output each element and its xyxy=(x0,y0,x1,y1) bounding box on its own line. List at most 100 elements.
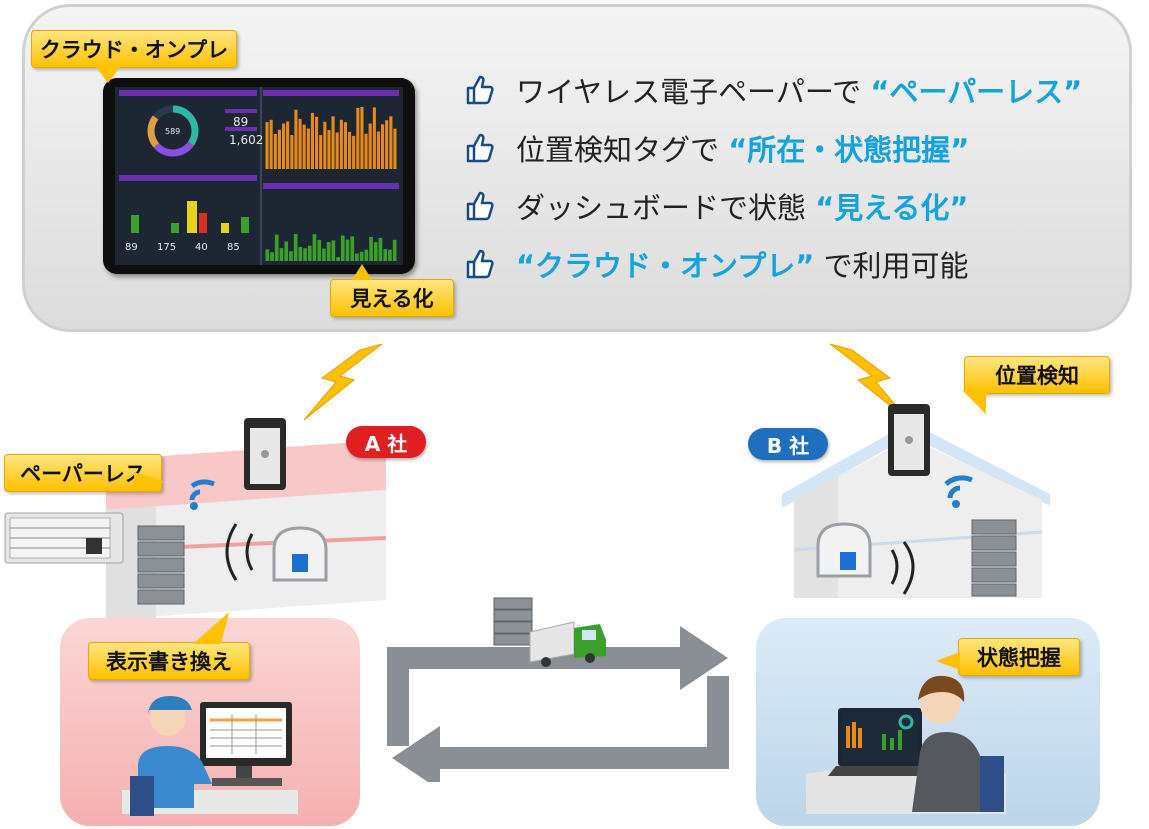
dashboard-bar xyxy=(348,131,352,169)
dashboard-bar xyxy=(385,120,389,169)
dashboard-bar xyxy=(368,123,372,169)
dashboard-bar xyxy=(290,135,294,169)
thumbs-up-icon xyxy=(466,191,494,221)
dashboard-bar xyxy=(282,123,286,169)
callout-position-detect: 位置検知 xyxy=(964,356,1110,394)
feature-row-dashboard: ダッシュボードで状態 “見える化” xyxy=(462,186,968,226)
bottom-value-4: 85 xyxy=(227,242,240,253)
dashboard-bar xyxy=(376,131,380,169)
feature-row-paperless: ワイヤレス電子ペーパーで “ペーパーレス” xyxy=(462,70,1082,110)
dashboard-bar xyxy=(293,233,298,261)
dashboard-bar xyxy=(286,121,290,169)
dashboard-bar xyxy=(270,252,274,261)
location-tag-device xyxy=(888,404,930,476)
dashboard-bar xyxy=(269,119,273,169)
dashboard-bar xyxy=(392,239,397,261)
dashboard-bar xyxy=(265,249,270,261)
donut-chart xyxy=(147,105,199,157)
feature-row-cloud: “クラウド・オンプレ” で利用可能 xyxy=(462,244,968,284)
donut-value: 589 xyxy=(165,127,181,136)
callout-paperless-label: ペーパーレス xyxy=(20,462,146,486)
company-a-label: A 社 xyxy=(364,431,408,456)
dashboard-bar xyxy=(388,249,392,261)
dashboard-bar xyxy=(389,116,393,169)
kpi-2: 1,602 xyxy=(229,133,264,147)
dashboard-bar xyxy=(359,251,364,261)
dashboard-bar xyxy=(303,248,307,261)
dashboard-bar xyxy=(279,248,284,261)
delivery-truck xyxy=(493,597,606,667)
callout-display-rewrite: 表示書き換え xyxy=(88,642,250,680)
feature-highlight: “ペーパーレス” xyxy=(870,75,1083,109)
callout-status-grasp-label: 状態把握 xyxy=(977,646,1061,670)
dashboard-bar xyxy=(327,130,331,169)
dashboard-bar xyxy=(302,124,306,169)
dashboard-bar xyxy=(345,239,350,261)
dashboard-bar xyxy=(331,116,335,169)
operator-at-laptop xyxy=(806,675,1006,814)
callout-tail xyxy=(936,652,960,670)
callout-cloud-onpre: クラウド・オンプレ xyxy=(31,30,237,68)
callout-tail xyxy=(134,472,164,492)
thumbs-up-icon xyxy=(466,75,494,105)
dashboard-bar xyxy=(364,249,369,261)
callout-visualize: 見える化 xyxy=(330,279,454,317)
building-b xyxy=(782,422,1050,598)
dashboard-header-bar xyxy=(263,183,399,189)
company-a-badge: A 社 xyxy=(346,426,426,458)
dashboard-bar xyxy=(355,253,359,261)
dashboard-bar xyxy=(360,106,364,169)
dashboard-bar xyxy=(298,118,302,169)
dashboard-bar xyxy=(393,128,397,169)
dashboard-bar xyxy=(356,107,360,169)
orange-bar-chart xyxy=(265,106,397,169)
dashboard-bar xyxy=(343,122,347,169)
bottom-value-2: 175 xyxy=(157,242,177,253)
lightning-bolt-icon xyxy=(303,343,383,421)
dashboard-bar xyxy=(289,251,293,261)
dashboard-bar xyxy=(284,241,289,261)
dashboard-bar xyxy=(317,239,322,261)
dashboard-bar xyxy=(323,121,327,169)
dashboard-bar xyxy=(319,135,323,169)
feature-text: ダッシュボードで状態 xyxy=(516,191,816,225)
building-a xyxy=(106,440,387,620)
dashboard-header-bar xyxy=(119,90,257,96)
callout-tail xyxy=(352,264,372,280)
dashboard-bar xyxy=(378,237,383,261)
callout-tail xyxy=(96,67,120,83)
feature-text: ワイヤレス電子ペーパーで xyxy=(516,75,871,109)
dashboard-bar xyxy=(352,135,356,169)
dashboard-bar xyxy=(372,107,376,169)
dashboard-bar xyxy=(381,124,385,169)
feature-highlight: “見える化” xyxy=(815,191,969,225)
small-bar-chart xyxy=(131,201,249,233)
dashboard-bar xyxy=(274,234,279,261)
feature-text: 位置検知タグで xyxy=(516,133,729,167)
dashboard-bar xyxy=(331,240,336,261)
company-b-badge: B 社 xyxy=(748,428,828,460)
dashboard-bar xyxy=(339,119,343,169)
callout-cloud-onpre-label: クラウド・オンプレ xyxy=(39,38,229,62)
dashboard-bar xyxy=(350,236,355,261)
dashboard-header-bar xyxy=(119,175,257,181)
dashboard-bar xyxy=(277,129,281,169)
dashboard-bar xyxy=(335,132,339,169)
company-b-label: B 社 xyxy=(766,433,810,458)
location-tag-device xyxy=(244,418,286,490)
dashboard-tablet: 589 89 1,602 89 175 40 85 xyxy=(103,78,415,274)
feature-highlight: “所在・状態把握” xyxy=(728,133,970,167)
dashboard-bar xyxy=(322,248,326,261)
dashboard-bar xyxy=(364,133,368,169)
green-bar-chart xyxy=(265,233,397,261)
e-paper-label xyxy=(4,512,124,564)
dashboard-bar xyxy=(369,236,373,261)
dashboard-bar xyxy=(265,122,269,169)
dashboard-bar xyxy=(294,109,298,169)
callout-display-rewrite-label: 表示書き換え xyxy=(106,650,232,674)
bottom-value-3: 40 xyxy=(195,242,208,253)
dashboard-screen: 589 89 1,602 89 175 40 85 xyxy=(115,87,403,265)
lightning-bolt-icon xyxy=(829,343,909,421)
dashboard-header-bar xyxy=(263,90,399,96)
operator-at-desktop xyxy=(122,696,298,816)
